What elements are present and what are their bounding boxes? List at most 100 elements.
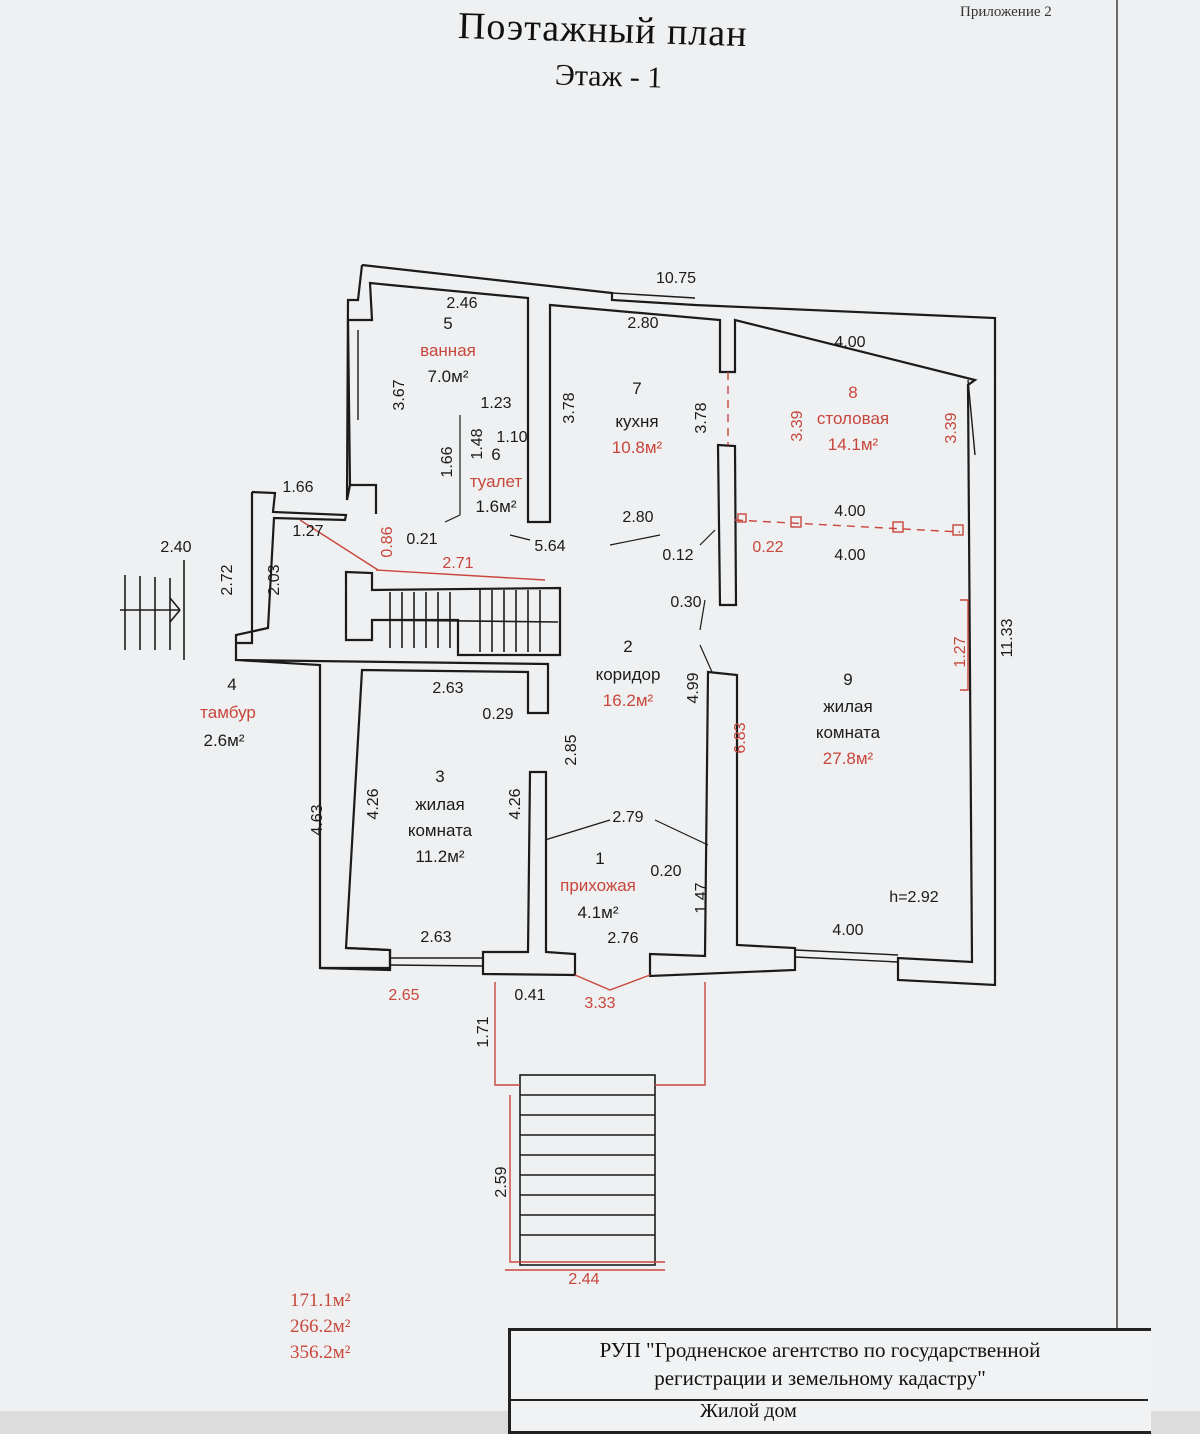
dim-0-21: 0.21 <box>406 531 437 548</box>
vestibule-walls <box>234 490 550 970</box>
windows <box>357 292 976 967</box>
dim-3-33: 3.33 <box>584 995 615 1012</box>
dim-3-39-a: 3.39 <box>789 410 806 441</box>
dim-3-78-b: 3.78 <box>693 402 710 433</box>
dim-2-76: 2.76 <box>607 930 638 947</box>
interior-stairs <box>371 590 559 652</box>
dim-1-27-r: 1.27 <box>952 636 969 667</box>
porch-outline <box>299 372 969 1271</box>
dim-h: h=2.92 <box>889 889 938 906</box>
stair-box <box>344 570 562 657</box>
room-1-area: 4.1м² <box>578 903 619 922</box>
sheet-edge <box>1116 0 1118 1411</box>
left-stairs <box>120 560 185 660</box>
dim-2-63-top: 2.63 <box>432 680 463 697</box>
leader-lines <box>444 415 716 846</box>
dim-2-44: 2.44 <box>568 1271 599 1288</box>
outer-wall-b <box>345 264 364 501</box>
room-9-name-line2: комната <box>816 723 881 742</box>
room-7-number: 7 <box>632 379 641 398</box>
dim-4-00-bot: 4.00 <box>832 922 863 939</box>
room-7-area: 10.8м² <box>612 438 663 457</box>
dim-1-71: 1.71 <box>475 1016 492 1047</box>
room-3-number: 3 <box>435 767 444 786</box>
dim-2-46: 2.46 <box>446 295 477 312</box>
entrance-stairs <box>519 1074 656 1266</box>
room-5-area: 7.0м² <box>428 367 469 386</box>
dim-0-12: 0.12 <box>662 547 693 564</box>
room-7-name: кухня <box>615 412 658 431</box>
dim-4-00-top: 4.00 <box>834 334 865 351</box>
room-3-name-line1: жилая <box>415 795 464 814</box>
dim-1-47: 1.47 <box>693 882 710 913</box>
dim-11-33: 11.33 <box>999 618 1016 657</box>
room-2-name: коридор <box>596 665 661 684</box>
dim-4-26-b: 4.26 <box>507 788 524 819</box>
dim-4-00-m2: 4.00 <box>834 547 865 564</box>
dim-0-86: 0.86 <box>379 526 396 557</box>
dim-2-65: 2.65 <box>388 987 419 1004</box>
appendix-label: Приложение 2 <box>960 4 1052 20</box>
room-9-area: 27.8м² <box>823 749 874 768</box>
dim-6-83: 6.83 <box>732 722 749 753</box>
dim-2-71: 2.71 <box>442 555 473 572</box>
room-4-area: 2.6м² <box>204 731 245 750</box>
room-1-name: прихожая <box>560 876 636 895</box>
room-4-name: тамбур <box>200 703 256 722</box>
dim-1-10: 1.10 <box>496 429 527 446</box>
room-1-number: 1 <box>595 849 604 868</box>
room-5-number: 5 <box>443 314 452 333</box>
dim-3-67: 3.67 <box>391 379 408 410</box>
dim-3-78-a: 3.78 <box>561 392 578 423</box>
org-line-1: РУП "Гродненское агентство по государств… <box>599 1338 1041 1362</box>
entrance-wall <box>648 670 797 978</box>
title-block-organization: РУП "Гродненское агентство по государств… <box>540 1336 1100 1392</box>
dim-0-22: 0.22 <box>752 539 783 556</box>
dim-4-26-a: 4.26 <box>365 788 382 819</box>
dim-4-99: 4.99 <box>685 672 702 703</box>
dim-4-00-m1: 4.00 <box>834 503 865 520</box>
dim-2-80-mid: 2.80 <box>622 509 653 526</box>
room-9-name-line1: жилая <box>823 697 872 716</box>
dim-4-63: 4.63 <box>309 804 326 835</box>
dim-5-64: 5.64 <box>534 538 565 555</box>
room-3-area: 11.2м² <box>415 847 465 866</box>
room-6-area: 1.6м² <box>476 497 517 516</box>
room-2-area: 16.2м² <box>603 691 654 710</box>
room-6-name: туалет <box>470 472 523 491</box>
dim-1-66-h: 1.66 <box>282 479 313 496</box>
dim-1-27-s: 1.27 <box>292 523 323 540</box>
dim-2-03: 2.03 <box>266 564 283 595</box>
dim-2-63-bot: 2.63 <box>420 929 451 946</box>
room-8-area: 14.1м² <box>828 435 879 454</box>
org-line-2: регистрации и земельному кадастру" <box>654 1366 986 1390</box>
area-totals: 171.1м² 266.2м² 356.2м² <box>290 1288 350 1366</box>
bottom-wall <box>319 770 577 977</box>
room-9-number: 9 <box>843 670 852 689</box>
room-3-name-line2: комната <box>408 821 473 840</box>
dim-2-80-top: 2.80 <box>627 315 658 332</box>
total-area-2: 266.2м² <box>290 1316 351 1337</box>
dim-1-66-v: 1.66 <box>439 446 456 477</box>
dim-2-40: 2.40 <box>160 539 191 556</box>
dim-2-59: 2.59 <box>493 1166 510 1197</box>
total-area-3: 356.2м² <box>290 1342 351 1363</box>
dim-3-39-b: 3.39 <box>943 412 960 443</box>
dim-1-23: 1.23 <box>480 395 511 412</box>
room-2-number: 2 <box>623 637 632 656</box>
room-6-number: 6 <box>491 445 500 464</box>
total-area-1: 171.1м² <box>290 1290 351 1311</box>
room-5-name: ванная <box>420 341 476 360</box>
title-block-divider <box>508 1399 1148 1401</box>
room-8-name: столовая <box>817 409 889 428</box>
room-8-number: 8 <box>848 383 857 402</box>
dim-0-30: 0.30 <box>670 594 701 611</box>
object-name: Жилой дом <box>700 1400 797 1422</box>
dim-10-75: 10.75 <box>656 270 696 287</box>
dim-1-48: 1.48 <box>469 428 486 459</box>
interior-wall-kitchen <box>716 443 738 607</box>
room-4-number: 4 <box>227 675 236 694</box>
dim-2-79: 2.79 <box>612 809 643 826</box>
